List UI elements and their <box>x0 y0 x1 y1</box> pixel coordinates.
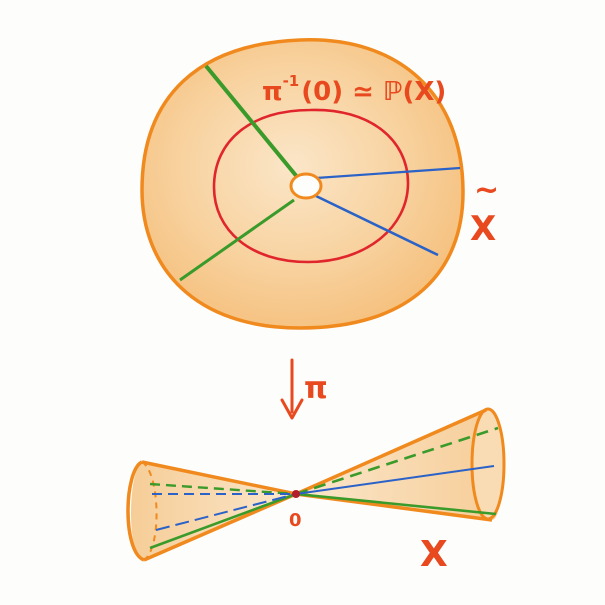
preimage-superscript: -1 <box>283 72 300 90</box>
x-label: X <box>420 534 448 575</box>
preimage-pi: π <box>262 77 283 107</box>
x-tilde-tilde: ~ <box>474 173 499 208</box>
origin-label: 0 <box>289 510 302 531</box>
origin-point <box>292 490 300 498</box>
projection-arrow <box>282 360 302 418</box>
center-hole <box>291 174 321 198</box>
x-tilde-letter: X <box>470 209 496 249</box>
map-label: π <box>304 371 328 406</box>
preimage-rest: (0) ≃ ℙ(X) <box>301 77 446 107</box>
right-cone-rim <box>472 409 504 519</box>
